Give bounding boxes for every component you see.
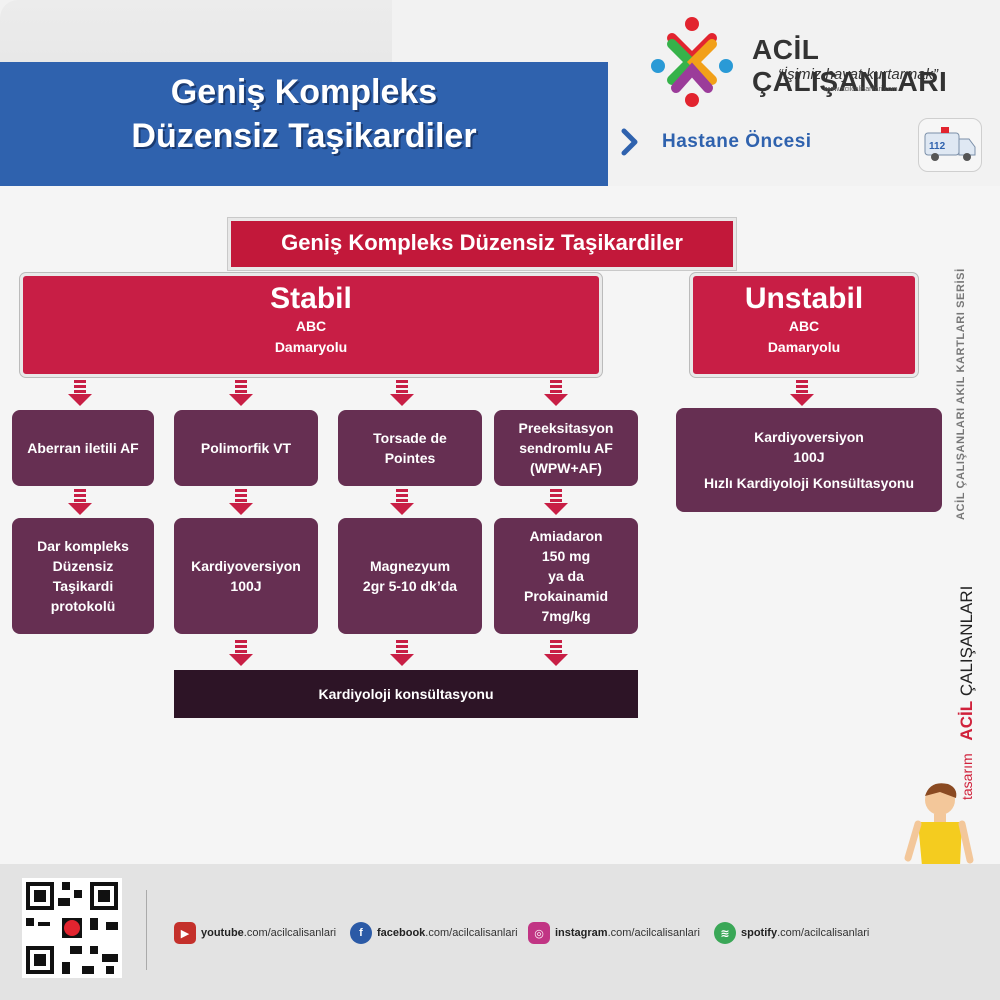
- link-rest: .com/acilcalisanlari: [777, 927, 870, 939]
- action-kardiyoversiyon: Kardiyoversiyon 100J: [174, 518, 318, 634]
- qr-code[interactable]: [22, 878, 122, 978]
- unstabil-line1: ABC: [788, 318, 820, 334]
- page-title-line1: Geniş Kompleks: [170, 73, 438, 111]
- node-line: (WPW+AF): [530, 460, 602, 476]
- node-line: sendromlu AF: [519, 440, 613, 456]
- brand-name: ACİL ÇALIŞANLARI: [752, 34, 948, 97]
- link-bold: instagram: [555, 927, 608, 939]
- link-bold: facebook: [377, 927, 426, 939]
- design-credit: tasarım ACİL ÇALIŞANLARI: [957, 586, 977, 800]
- down-arrow-icon: [390, 489, 414, 515]
- node-line: Dar kompleks: [37, 538, 129, 554]
- down-arrow-icon: [390, 640, 414, 666]
- link-rest: .com/acilcalisanlari: [243, 927, 337, 939]
- branch-polimorfik-vt: Polimorfik VT: [174, 410, 318, 486]
- stabil-line1: ABC: [295, 318, 327, 334]
- node-line: Magnezyum: [369, 558, 451, 574]
- node-line: Düzensiz: [52, 558, 114, 574]
- link-bold: youtube: [201, 927, 244, 939]
- down-arrow-icon: [790, 380, 814, 406]
- link-bold: spotify: [741, 927, 778, 939]
- flow-title: Geniş Kompleks Düzensiz Taşikardiler: [228, 218, 736, 270]
- node-line: Aberran iletili AF: [27, 440, 139, 456]
- down-arrow-icon: [544, 489, 568, 515]
- design-brand-bold: ACİL: [957, 700, 976, 741]
- node-line: Taşikardi: [52, 578, 114, 594]
- node-line: Torsade de: [373, 430, 447, 446]
- action-magnezyum: Magnezyum 2gr 5-10 dk’da: [338, 518, 482, 634]
- down-arrow-icon: [544, 640, 568, 666]
- down-arrow-icon: [544, 380, 568, 406]
- design-brand-rest: ÇALIŞANLARI: [957, 585, 976, 697]
- node-line: Hızlı Kardiyoloji Konsültasyonu: [703, 475, 915, 491]
- node-line: 100J: [793, 449, 825, 465]
- node-line: Kardiyoversiyon: [754, 429, 864, 445]
- node-line: Amiadaron: [529, 528, 603, 544]
- node-line: Pointes: [384, 450, 436, 466]
- down-arrow-icon: [390, 380, 414, 406]
- node-line: Kardiyoversiyon: [191, 558, 301, 574]
- node-line: 150 mg: [541, 548, 591, 564]
- instagram-icon: ◎: [528, 922, 550, 944]
- link-rest: .com/acilcalisanlari: [607, 927, 700, 939]
- unstabil-heading: Unstabil: [744, 282, 864, 315]
- page-title: Geniş Kompleks Düzensiz Taşikardiler: [0, 70, 608, 158]
- instagram-link[interactable]: ◎ instagram.com/acilcalisanlari: [528, 922, 700, 944]
- link-rest: .com/acilcalisanlari: [425, 927, 518, 939]
- unstabil-box: Unstabil ABC Damaryolu: [690, 273, 918, 377]
- page-title-line2: Düzensiz Taşikardiler: [131, 117, 477, 155]
- action-amiadaron: Amiadaron 150 mg ya da Prokainamid 7mg/k…: [494, 518, 638, 634]
- brand-logo-icon: [651, 17, 733, 107]
- youtube-icon: ▶: [174, 922, 196, 944]
- brand-url: www.acilcalisanlari.com: [824, 86, 898, 93]
- down-arrow-icon: [68, 380, 92, 406]
- down-arrow-icon: [229, 489, 253, 515]
- footer: [0, 864, 1000, 1000]
- node-line: 2gr 5-10 dk’da: [362, 578, 458, 594]
- branch-aberran-af: Aberran iletili AF: [12, 410, 154, 486]
- svg-text:112: 112: [929, 141, 946, 152]
- brand-slogan: “İşimiz hayat kurtarmak”: [778, 66, 939, 83]
- down-arrow-icon: [229, 380, 253, 406]
- facebook-link[interactable]: f facebook.com/acilcalisanlari: [350, 922, 518, 944]
- node-line: ya da: [548, 568, 584, 584]
- node-line: 100J: [230, 578, 262, 594]
- unstabil-line2: Damaryolu: [767, 339, 841, 355]
- down-arrow-icon: [68, 489, 92, 515]
- down-arrow-icon: [229, 640, 253, 666]
- node-line: Preeksitasyon: [518, 420, 614, 436]
- facebook-icon: f: [350, 922, 372, 944]
- node-line: Prokainamid: [523, 588, 609, 604]
- spotify-icon: ≋: [714, 922, 736, 944]
- action-dar-kompleks: Dar kompleks Düzensiz Taşikardi protokol…: [12, 518, 154, 634]
- ambulance-icon: 112: [918, 118, 982, 172]
- node-line: protokolü: [50, 598, 116, 614]
- stabil-heading: Stabil: [270, 282, 352, 315]
- section-label: Hastane Öncesi: [662, 131, 812, 152]
- spotify-link[interactable]: ≋ spotify.com/acilcalisanlari: [714, 922, 869, 944]
- unstabil-action: Kardiyoversiyon 100J Hızlı Kardiyoloji K…: [676, 408, 942, 512]
- branch-preeksitasyon: Preeksitasyon sendromlu AF (WPW+AF): [494, 410, 638, 486]
- stabil-line2: Damaryolu: [274, 339, 348, 355]
- final-konsultasyon: Kardiyoloji konsültasyonu: [174, 670, 638, 718]
- header-title-panel: [0, 62, 608, 186]
- node-line: Polimorfik VT: [200, 440, 292, 456]
- stabil-box: Stabil ABC Damaryolu: [20, 273, 602, 377]
- branch-torsade: Torsade de Pointes: [338, 410, 482, 486]
- footer-divider: [146, 890, 147, 970]
- youtube-link[interactable]: ▶ youtube.com/acilcalisanlari: [174, 922, 336, 944]
- chevron-right-icon: [621, 128, 638, 156]
- series-label: ACİL ÇALIŞANLARI AKIL KARTLARI SERİSİ: [955, 268, 967, 520]
- node-line: 7mg/kg: [541, 608, 591, 624]
